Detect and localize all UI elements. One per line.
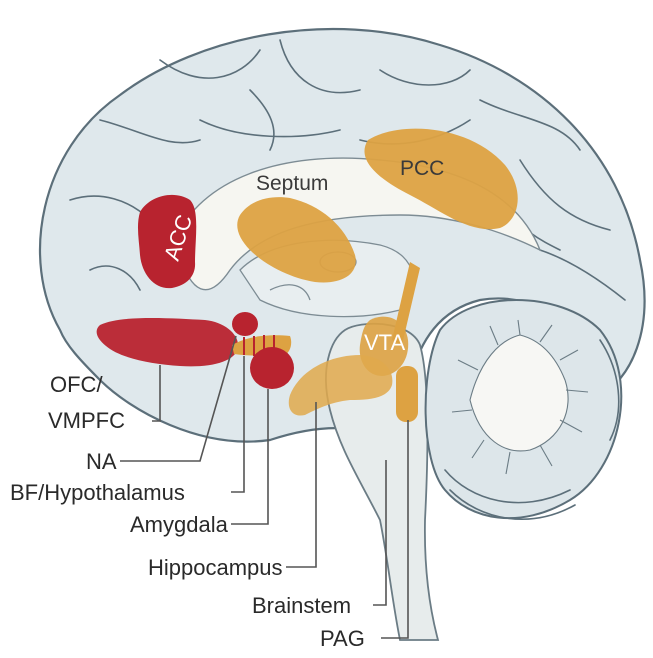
na-region — [232, 312, 258, 336]
vta-label: VTA — [364, 330, 405, 355]
amygdala-region — [250, 347, 294, 389]
ofc-label-line2: VMPFC — [48, 408, 125, 433]
septum-label: Septum — [256, 172, 328, 195]
ofc-label-line1: OFC/ — [50, 372, 103, 397]
hippocampus-label: Hippocampus — [148, 555, 283, 580]
pag-region — [396, 366, 418, 422]
amygdala-label: Amygdala — [130, 512, 229, 537]
brainstem-label: Brainstem — [252, 593, 351, 618]
pcc-label: PCC — [400, 157, 444, 180]
bf-label: BF/Hypothalamus — [10, 480, 185, 505]
pag-label: PAG — [320, 626, 365, 651]
na-label: NA — [86, 449, 117, 474]
